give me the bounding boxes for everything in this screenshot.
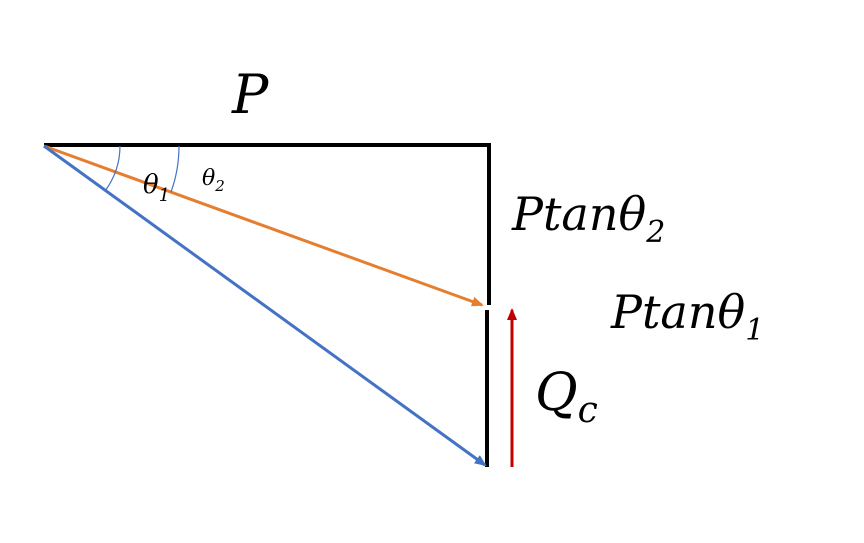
qc-label: Qc	[535, 363, 598, 431]
theta1-label: θ1	[143, 170, 170, 206]
theta2-label: θ2	[202, 166, 225, 195]
ptan-theta1-label: Ptanθ1	[610, 285, 764, 348]
ptan-theta2-label: Ptanθ2	[511, 187, 665, 250]
theta1-vector	[43, 144, 487, 467]
p-label: P	[231, 63, 270, 126]
theta2-arc	[170, 145, 180, 193]
theta1-arc	[104, 145, 121, 192]
theta2-vector	[43, 144, 484, 307]
